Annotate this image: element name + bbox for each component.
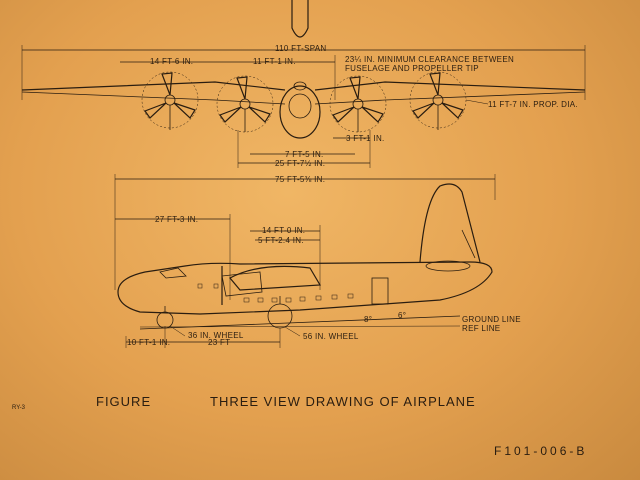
clearance-note-line1: 23¼ IN. MINIMUM CLEARANCE BETWEEN [345,55,514,64]
caption-block: RY-3 FIGURE THREE VIEW DRAWING OF AIRPLA… [12,394,587,458]
front-view: 110 FT-SPAN 14 FT-6 IN. 11 FT-1 IN. 23¼ … [21,0,586,168]
wing-lower-edge [21,91,586,105]
propeller-outer-right [409,71,467,130]
cabin-windows [197,283,354,303]
span-label: 110 FT-SPAN [275,44,326,53]
angle-8: 8° [364,315,372,324]
dim-23ft: 23 FT [208,338,230,347]
propeller-inner-right [329,75,387,133]
tail-fin-front [291,0,309,38]
vertical-tail [419,183,481,263]
dim-14ft0: 14 FT-0 IN. [262,226,305,235]
figure-label: FIGURE [96,394,151,409]
dim-3ft1: 3 FT-1 IN. [346,134,385,143]
cockpit-side-window [159,267,187,279]
length-label: 75 FT-5⅜ IN. [275,175,325,184]
engine-nacelle [221,271,263,297]
small-reference: RY-3 [12,405,26,411]
dim-5ft2: 5 FT-2.4 IN. [258,236,304,245]
fuselage-side [117,261,493,315]
nose-wheel [156,311,174,329]
drawing-number: F101-006-B [494,444,587,458]
dim-27ft3: 27 FT-3 IN. [155,215,198,224]
dim-25ft7: 25 FT-7½ IN. [275,159,325,168]
prop-dia-label: 11 FT-7 IN. PROP. DIA. [488,100,578,109]
dim-7ft5: 7 FT-5 IN. [285,150,324,159]
cargo-door [371,277,389,305]
drawing-title: THREE VIEW DRAWING OF AIRPLANE [210,394,476,409]
horizontal-stabilizer [425,260,471,272]
propeller-outer-left [141,71,199,130]
angle-6: 6° [398,311,406,320]
ground-line-label: GROUND LINE [462,315,521,324]
outer-engine-spacing: 14 FT-6 IN. [150,57,193,66]
dim-10ft1: 10 FT-1 IN. [127,338,170,347]
wheel-56-label: 56 IN. WHEEL [303,332,359,341]
wheel-36-label: 36 IN. WHEEL [188,331,244,340]
clearance-note-line2: FUSELAGE AND PROPELLER TIP [345,64,479,73]
main-wheel [267,303,293,329]
wing-upper-edge [21,81,586,91]
ref-line-label: REF LINE [462,324,500,333]
wing-side [229,265,322,291]
cockpit-window [288,93,312,119]
propeller-inner-left [216,75,274,133]
fuselage-section [279,85,321,139]
inner-engine-spacing: 11 FT-1 IN. [253,57,296,66]
ref-line [139,325,461,328]
side-view: 75 FT-5⅜ IN. 27 FT-3 IN. 14 FT-0 IN. 5 F… [114,174,521,348]
